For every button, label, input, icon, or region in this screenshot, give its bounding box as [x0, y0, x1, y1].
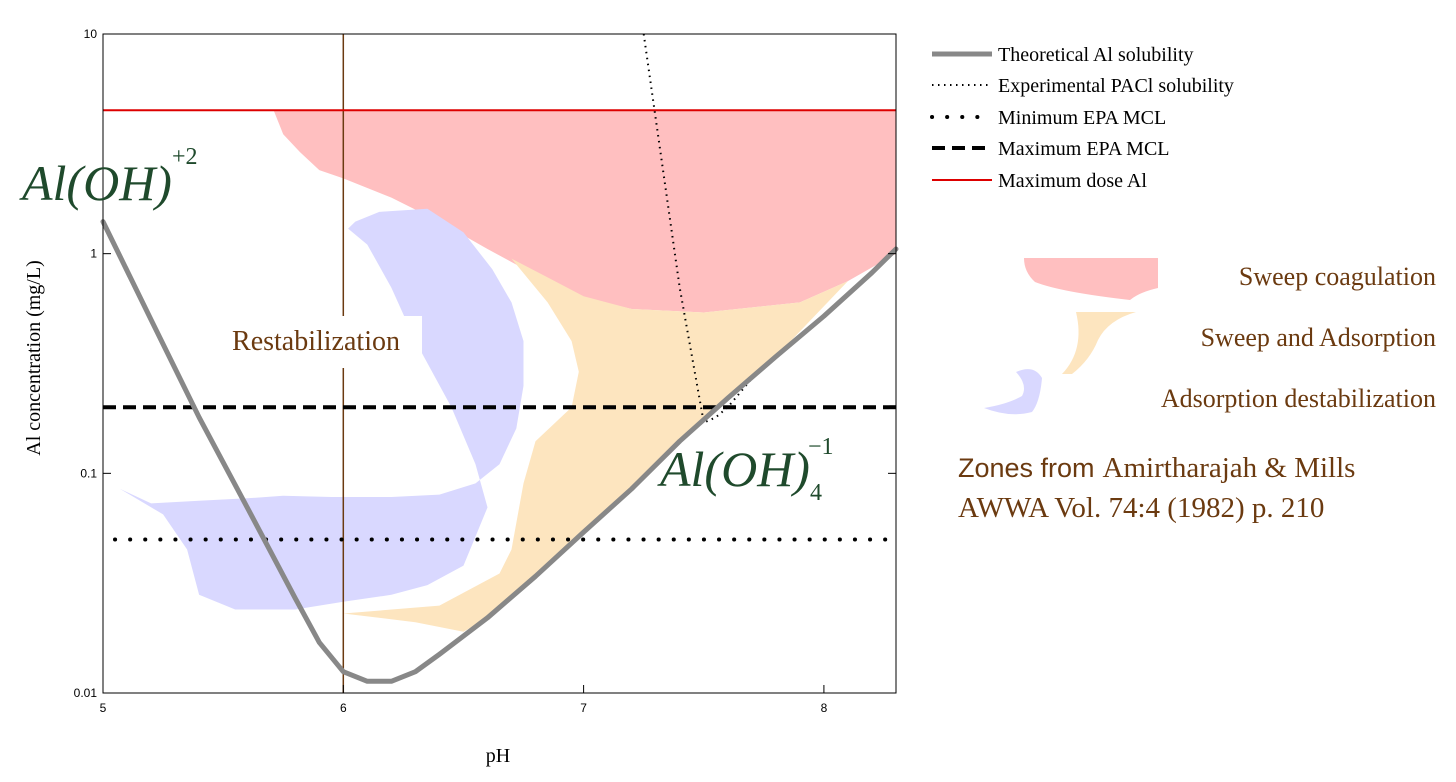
- x-tick-label-6: 6: [340, 701, 347, 715]
- y-tick-label-0.1: 0.1: [80, 466, 97, 480]
- source-line-2: AWWA Vol. 74:4 (1982) p. 210: [958, 492, 1324, 524]
- restabilization-backing: [212, 316, 422, 368]
- species-al-oh-2-base: Al(OH): [19, 155, 172, 211]
- x-tick-label-7: 7: [580, 701, 587, 715]
- zone-regions: [119, 110, 897, 632]
- species-al-oh-4-charge: −1: [808, 434, 834, 460]
- species-al-oh-4-subscript: 4: [810, 480, 822, 506]
- zone-swatch-sweep-adsorption: [1062, 312, 1136, 374]
- species-al-oh-2: Al(OH)+2: [19, 144, 198, 211]
- x-tick-label-8: 8: [821, 701, 828, 715]
- x-tick-label-5: 5: [100, 701, 107, 715]
- species-al-oh-4-base: Al(OH): [657, 441, 810, 497]
- y-tick-label-0.01: 0.01: [74, 686, 98, 700]
- source-authors: Amirtharajah & Mills: [1103, 452, 1356, 484]
- series-theoretical-al-solubility: [100, 219, 899, 684]
- plot-frame: [102, 33, 897, 694]
- restabilization-label: Restabilization: [232, 326, 400, 357]
- y-tick-label-10: 10: [84, 27, 98, 41]
- zone-label-adsorption: Adsorption destabilization: [1161, 384, 1436, 413]
- source-line-1: Zones from Amirtharajah & Mills: [958, 452, 1355, 484]
- region-sweep-coagulation: [273, 110, 897, 313]
- source-zones-from: Zones from: [958, 453, 1095, 483]
- legend-label-minimum-mcl: Minimum EPA MCL: [998, 107, 1166, 129]
- legend-label-maximum-dose: Maximum dose Al: [998, 170, 1147, 192]
- legend-label-theoretical: Theoretical Al solubility: [998, 44, 1194, 66]
- line-legend: Theoretical Al solubility Experimental P…: [930, 44, 1234, 192]
- zone-swatch-adsorption: [984, 369, 1042, 415]
- region-adsorption-destabilization: [119, 208, 524, 610]
- y-axis-label: Al concentration (mg/L): [23, 260, 45, 456]
- axis-ticks: 5 6 7 8 0.01 0.1 1 10: [74, 27, 896, 715]
- series-experimental-pacl-solubility: [642, 33, 897, 424]
- legend-label-experimental: Experimental PACl solubility: [998, 75, 1234, 97]
- y-tick-label-1: 1: [90, 247, 97, 261]
- zone-label-sweep-adsorption: Sweep and Adsorption: [1201, 323, 1436, 352]
- legend-label-maximum-mcl: Maximum EPA MCL: [998, 138, 1170, 160]
- zone-label-sweep: Sweep coagulation: [1239, 262, 1436, 291]
- x-axis-label: pH: [486, 745, 510, 767]
- zone-legend: Sweep coagulation Sweep and Adsorption A…: [984, 258, 1436, 415]
- species-al-oh-2-charge: +2: [172, 144, 198, 170]
- zone-swatch-sweep: [1024, 258, 1158, 300]
- species-al-oh-4: Al(OH)4 −1: [657, 434, 834, 506]
- region-sweep-and-adsorption: [343, 258, 848, 632]
